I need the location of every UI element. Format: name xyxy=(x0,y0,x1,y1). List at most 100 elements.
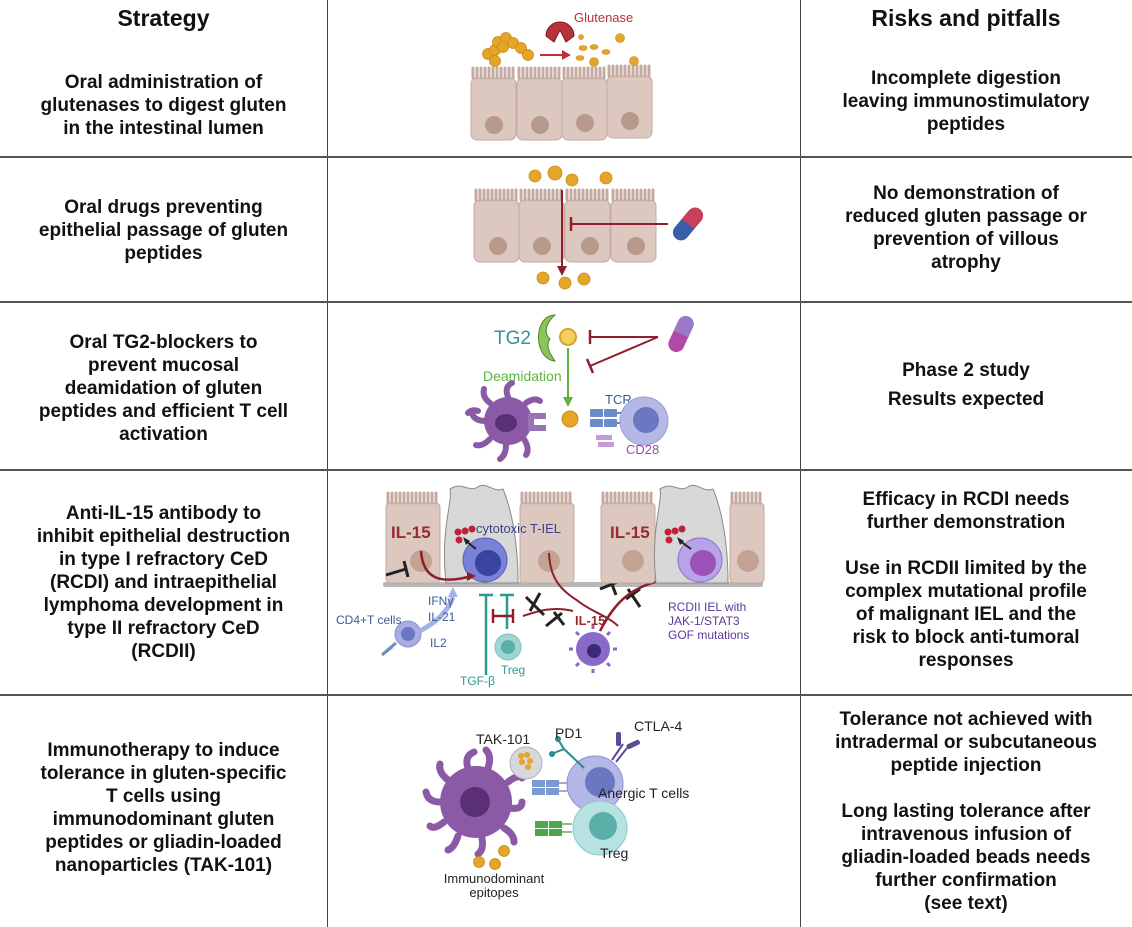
epithelium-cells xyxy=(470,64,653,141)
digestion-arrow xyxy=(540,50,571,60)
text-line: tolerance in gluten-specific xyxy=(40,762,287,784)
row4-risks: Efficacy in RCDI needs further demonstra… xyxy=(800,487,1132,672)
epithelial-cell xyxy=(606,64,653,139)
header-strategy: Strategy xyxy=(117,4,210,31)
epithelial-cell xyxy=(561,66,608,141)
text-line: T cells using xyxy=(105,785,222,807)
gluten-peptide-chain xyxy=(482,32,534,67)
rcdii-label-3: GOF mutations xyxy=(668,628,749,642)
epithelial-cell xyxy=(518,188,565,263)
row-divider xyxy=(0,694,1132,696)
row2-risks: No demonstration of reduced gluten passa… xyxy=(800,182,1132,274)
row-divider xyxy=(0,156,1132,158)
cytotoxic-t-iel-icon xyxy=(462,537,508,583)
tgfb-inhibition xyxy=(479,593,514,675)
red-inhibition-marks xyxy=(491,609,515,623)
text-line: reduced gluten passage or xyxy=(845,206,1087,227)
text-line: immunodominant gluten xyxy=(52,808,275,830)
tg2-inhibition xyxy=(585,330,659,374)
text-line: prevention of villous xyxy=(873,229,1059,250)
mhc-treg-complex-icon xyxy=(535,821,572,836)
antigen-presenting-cell-icon xyxy=(465,380,546,462)
cytokine-arrow xyxy=(418,596,456,634)
row4-strategy: Anti-IL-15 antibody to inhibit epithelia… xyxy=(0,500,327,665)
text-line: epithelial passage of gluten xyxy=(38,219,289,241)
text-line: (see text) xyxy=(924,892,1008,914)
epithelial-cell xyxy=(470,66,517,141)
epitopes-label-1: Immunodominant xyxy=(444,871,545,886)
text-line: peptide injection xyxy=(890,754,1042,776)
tg2-enzyme-icon xyxy=(538,314,557,362)
text-line: type II refractory CeD xyxy=(67,618,260,639)
antibody-block-icons xyxy=(524,578,642,628)
text-line: intravenous infusion of xyxy=(860,823,1072,845)
gluten-peptides-lamina xyxy=(536,271,591,290)
cytotoxic-granules xyxy=(454,525,476,544)
text-line: further demonstration xyxy=(866,511,1066,533)
row1-risks: Incomplete digestion leaving immunostimu… xyxy=(800,56,1132,146)
text-line: Oral administration of xyxy=(64,71,263,93)
immunodominant-epitopes-icon xyxy=(473,845,510,870)
tg2-blocker-pill-icon xyxy=(668,316,694,352)
row2-figure-passage-blocker xyxy=(473,165,704,290)
text-line: peptides or gliadin-loaded xyxy=(45,831,282,853)
anergic-t-cell-icon xyxy=(566,755,624,813)
text-line: of malignant IEL and the xyxy=(855,603,1077,625)
passage-arrow xyxy=(557,190,567,276)
text-line: in type I refractory CeD xyxy=(58,549,269,570)
cd4-t-cell-icon xyxy=(381,620,422,657)
deamidation-label: Deamidation xyxy=(483,368,562,384)
cd28-label: CD28 xyxy=(626,442,659,457)
gluten-peptides-lumen xyxy=(528,165,613,187)
text-line: complex mutational profile xyxy=(845,580,1087,602)
text-line: Use in RCDII limited by the xyxy=(845,557,1087,579)
cd28-receptor-icon xyxy=(596,435,614,447)
cytotoxic-t-iel-label: cytotoxic T-IEL xyxy=(476,521,561,536)
text-line: gliadin-loaded beads needs xyxy=(841,846,1091,868)
epitopes-label-2: epitopes xyxy=(469,885,519,900)
pd1-label: PD1 xyxy=(555,725,582,741)
text-line: inhibit epithelial destruction xyxy=(36,526,291,547)
epithelium-cells xyxy=(473,188,657,263)
epithelial-cell xyxy=(564,188,611,263)
digested-fragments xyxy=(575,33,639,67)
treg-label: Treg xyxy=(501,663,525,677)
text-line: glutenases to digest gluten xyxy=(40,94,287,116)
tak101-label: TAK-101 xyxy=(476,731,530,747)
text-line: responses xyxy=(918,649,1014,671)
deamidated-peptide-icon xyxy=(561,410,579,428)
text-line: intradermal or subcutaneous xyxy=(835,731,1097,753)
cytokine-arrowhead xyxy=(448,587,458,597)
mhc-tcr-complex-icon xyxy=(532,780,568,795)
glutenase-label: Glutenase xyxy=(574,10,633,25)
treg-cell-icon xyxy=(494,633,522,661)
text-line: leaving immunostimulatory xyxy=(842,90,1090,112)
text-line: Phase 2 study xyxy=(902,360,1030,381)
row1-strategy: Oral administration of glutenases to dig… xyxy=(0,60,327,150)
il15-arrowhead xyxy=(467,572,476,581)
row3-figure-tg2: TG2 Deamidation xyxy=(465,314,694,462)
row2-strategy: Oral drugs preventing epithelial passage… xyxy=(0,195,327,265)
tcr-receptor-icon xyxy=(590,409,628,427)
epithelial-cell xyxy=(610,188,657,263)
text-line: (RCDI) and intraepithelial xyxy=(50,572,277,593)
row5-figure-tolerance: TAK-101 PD1 CTLA-4 Anergic T cells xyxy=(422,718,689,900)
il21-label: IL-21 xyxy=(428,610,456,624)
gluten-peptide-icon xyxy=(559,328,577,346)
epithelial-cell xyxy=(473,188,520,263)
epithelium-left xyxy=(385,484,575,584)
row4-figure-il15: IL-15 cytotoxic T-IEL CD4+T cells IFNγ I… xyxy=(336,484,765,688)
text-line: Incomplete digestion xyxy=(870,67,1061,89)
text-line: atrophy xyxy=(931,252,1001,273)
glutenase-enzyme-icon xyxy=(545,21,575,43)
ctla4-receptor-icon xyxy=(611,732,640,763)
t-cell-icon xyxy=(619,396,669,446)
text-line: No demonstration of xyxy=(873,183,1059,204)
pd1-receptor-icon xyxy=(549,736,585,769)
row5-strategy: Immunotherapy to induce tolerance in glu… xyxy=(0,735,327,880)
text-line: peptides xyxy=(124,242,203,264)
dendritic-cell-icon xyxy=(569,625,617,673)
text-line: risk to block anti-tumoral xyxy=(852,626,1080,648)
antibody-block-icon xyxy=(385,560,410,578)
column-divider xyxy=(327,0,328,927)
